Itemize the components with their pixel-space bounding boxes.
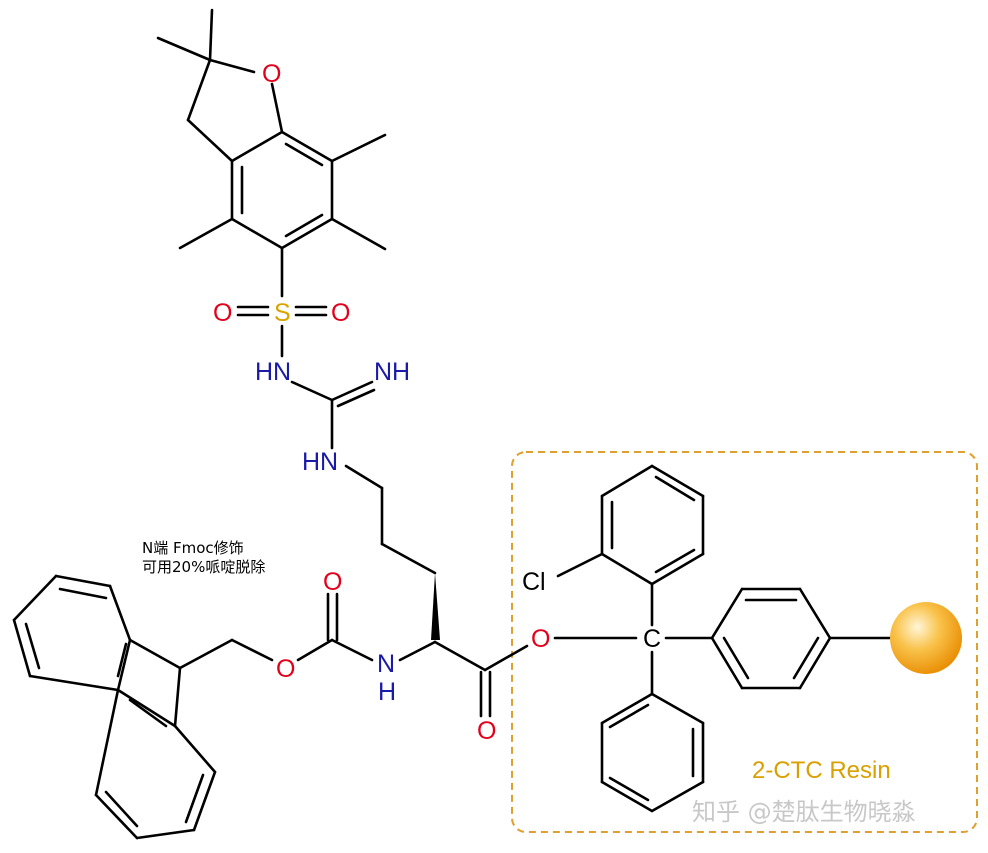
sulfonyl-group — [236, 305, 328, 358]
atom-o-carbonyl-fmoc: O — [323, 568, 342, 596]
guanidine-group — [290, 380, 384, 490]
pbf-group — [156, 8, 387, 298]
watermark-text: 知乎 @楚肽生物晓淼 — [692, 798, 916, 826]
atom-o-sulfonyl-left: O — [213, 299, 232, 327]
atom-o-carbonyl-acid: O — [477, 717, 496, 745]
arginine-backbone — [380, 486, 529, 718]
resin-label: 2-CTC Resin — [752, 757, 891, 784]
atom-n-imine: NH — [374, 358, 410, 386]
resin-region-box — [511, 451, 978, 833]
atom-o-sulfonyl-right: O — [331, 299, 350, 327]
atom-o-ester-resin: O — [531, 625, 550, 653]
atom-n-amide-h: H — [378, 678, 396, 706]
fmoc-note-line2: 可用20%哌啶脱除 — [142, 558, 265, 576]
trityl-linker — [553, 464, 892, 813]
atom-chlorine: Cl — [522, 568, 546, 596]
atom-n-guanidine: HN — [302, 448, 338, 476]
fmoc-note-line1: N端 Fmoc修饰 — [142, 539, 244, 557]
atom-c-trityl: C — [643, 625, 661, 653]
atom-o-ring: O — [262, 60, 281, 88]
fluorene-group — [12, 574, 217, 840]
atom-o-ester-fmoc: O — [276, 655, 295, 683]
atom-n-amide: N — [377, 650, 395, 678]
resin-bead — [890, 602, 962, 674]
atom-n-sulfonamide: HN — [255, 358, 291, 386]
atom-sulfur: S — [274, 299, 291, 327]
stereo-wedge — [431, 573, 440, 640]
fmoc-carbamate — [178, 592, 374, 670]
